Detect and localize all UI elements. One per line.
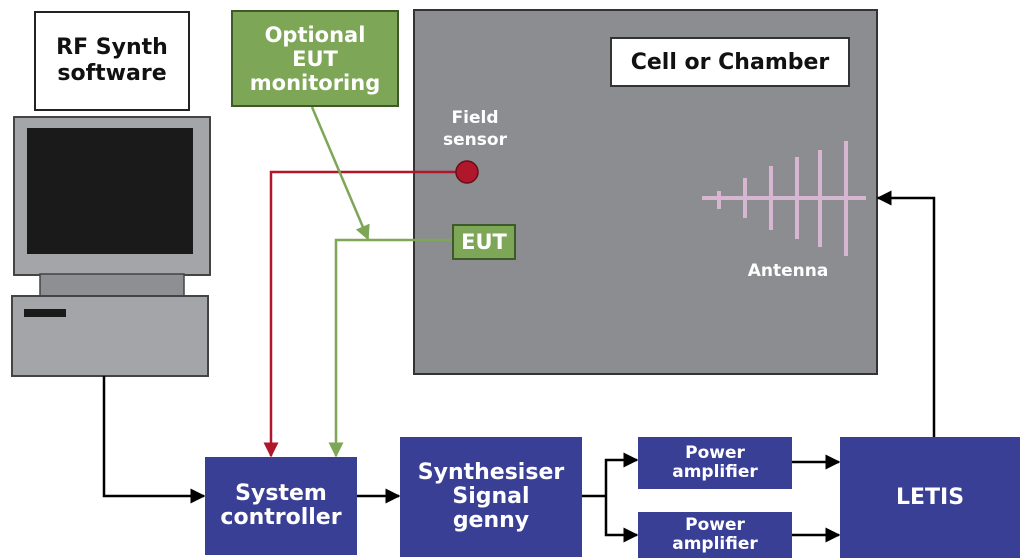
field-sensor-line xyxy=(263,170,460,458)
field-sensor-label: Field sensor xyxy=(443,108,507,150)
computer-icon xyxy=(11,116,211,377)
system-controller-label: System controller xyxy=(205,457,357,555)
field-sensor-icon xyxy=(455,160,479,184)
monitor-screen xyxy=(27,128,193,254)
optional-eut-monitoring-label: Optional EUT monitoring xyxy=(231,10,399,107)
pc-to-controller-line xyxy=(102,376,206,504)
disk-drive-slot xyxy=(24,309,66,317)
letis-to-antenna-arrow xyxy=(876,190,936,437)
antenna-label: Antenna xyxy=(747,261,829,281)
antenna-icon xyxy=(702,141,866,256)
eut-monitoring-line xyxy=(328,238,452,458)
synthesiser-label: Synthesiser Signal genny xyxy=(400,437,582,557)
power-amplifier-2-label: Power amplifier xyxy=(638,512,792,558)
letis-label: LETIS xyxy=(840,437,1020,558)
synth-to-pa2-arrow xyxy=(604,496,639,543)
power-amplifier-1-label: Power amplifier xyxy=(638,437,792,489)
optional-monitoring-arrow xyxy=(310,106,370,241)
monitor-stand xyxy=(39,273,185,297)
eut-box: EUT xyxy=(452,224,516,260)
rf-synth-software-label: RF Synth software xyxy=(34,11,190,111)
cell-or-chamber-label: Cell or Chamber xyxy=(610,37,850,87)
pc-base xyxy=(11,295,209,377)
synth-to-pa1-arrow xyxy=(604,452,639,496)
